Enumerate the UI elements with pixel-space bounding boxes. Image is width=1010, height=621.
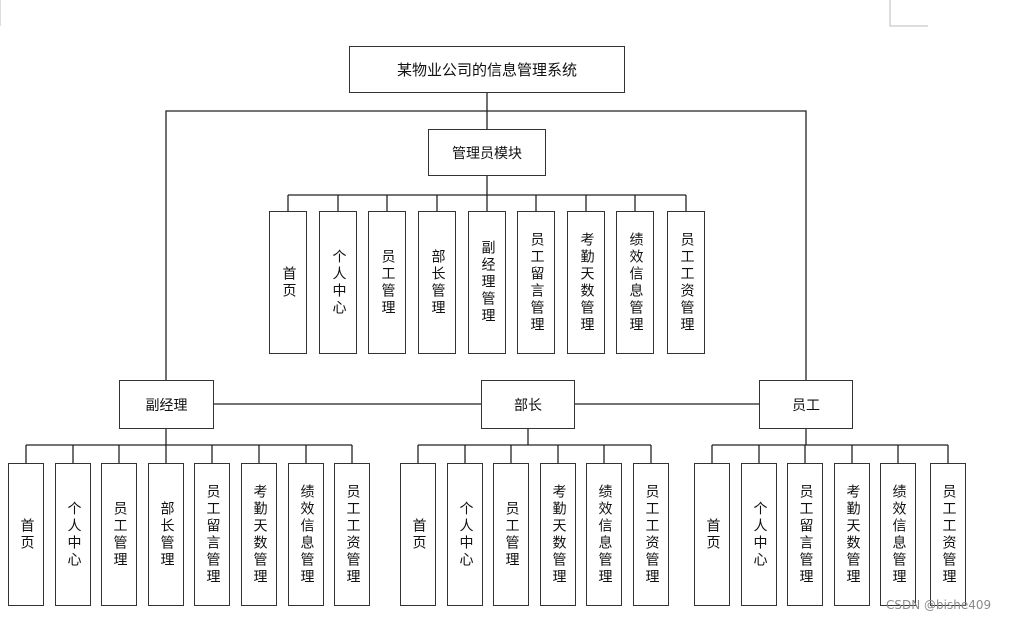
employee-label: 员工 xyxy=(792,397,820,414)
deputy-item-minister-mgmt: 部长管理 xyxy=(148,463,184,606)
minister-item-label: 首页 xyxy=(410,517,427,552)
deputy-manager-label: 副经理 xyxy=(145,397,188,414)
deputy-item-profile: 个人中心 xyxy=(55,463,91,606)
admin-item-label: 员工工资管理 xyxy=(678,231,695,334)
deputy-item-label: 员工管理 xyxy=(111,500,128,569)
admin-item-label: 绩效信息管理 xyxy=(627,231,644,334)
minister-item-employee-mgmt: 员工管理 xyxy=(493,463,529,606)
root-label: 某物业公司的信息管理系统 xyxy=(396,61,577,79)
minister-item-profile: 个人中心 xyxy=(447,463,483,606)
admin-item-label: 员工管理 xyxy=(379,248,396,317)
admin-item-profile: 个人中心 xyxy=(319,211,357,354)
employee-item-salary-mgmt: 员工工资管理 xyxy=(930,463,966,606)
minister-node: 部长 xyxy=(481,380,575,429)
admin-item-message-mgmt: 员工留言管理 xyxy=(517,211,555,354)
employee-item-performance-mgmt: 绩效信息管理 xyxy=(880,463,916,606)
minister-item-salary-mgmt: 员工工资管理 xyxy=(633,463,669,606)
deputy-item-label: 首页 xyxy=(18,517,35,552)
employee-node: 员工 xyxy=(759,380,853,429)
minister-item-label: 绩效信息管理 xyxy=(596,483,613,586)
admin-item-employee-mgmt: 员工管理 xyxy=(368,211,406,354)
deputy-item-label: 员工留言管理 xyxy=(204,483,221,586)
admin-item-home: 首页 xyxy=(269,211,307,354)
minister-item-label: 考勤天数管理 xyxy=(550,483,567,586)
admin-item-label: 部长管理 xyxy=(429,248,446,317)
employee-item-attendance-mgmt: 考勤天数管理 xyxy=(834,463,870,606)
deputy-item-message-mgmt: 员工留言管理 xyxy=(194,463,230,606)
employee-item-label: 绩效信息管理 xyxy=(890,483,907,586)
employee-item-label: 首页 xyxy=(704,517,721,552)
admin-item-salary-mgmt: 员工工资管理 xyxy=(667,211,705,354)
minister-label: 部长 xyxy=(514,397,542,414)
admin-item-minister-mgmt: 部长管理 xyxy=(418,211,456,354)
employee-item-home: 首页 xyxy=(694,463,730,606)
minister-item-performance-mgmt: 绩效信息管理 xyxy=(586,463,622,606)
minister-item-home: 首页 xyxy=(400,463,436,606)
minister-item-attendance-mgmt: 考勤天数管理 xyxy=(540,463,576,606)
deputy-item-home: 首页 xyxy=(8,463,44,606)
admin-item-label: 副经理管理 xyxy=(479,240,496,325)
admin-item-deputy-mgmt: 副经理管理 xyxy=(468,211,506,354)
admin-module-label: 管理员模块 xyxy=(452,145,522,162)
deputy-item-label: 个人中心 xyxy=(65,500,82,569)
admin-item-label: 员工留言管理 xyxy=(528,231,545,334)
employee-item-message-mgmt: 员工留言管理 xyxy=(787,463,823,606)
minister-item-label: 个人中心 xyxy=(457,500,474,569)
deputy-item-label: 部长管理 xyxy=(158,500,175,569)
employee-item-label: 员工留言管理 xyxy=(797,483,814,586)
deputy-item-salary-mgmt: 员工工资管理 xyxy=(334,463,370,606)
deputy-item-label: 绩效信息管理 xyxy=(298,483,315,586)
admin-item-attendance-mgmt: 考勤天数管理 xyxy=(567,211,605,354)
minister-item-label: 员工工资管理 xyxy=(643,483,660,586)
deputy-item-label: 员工工资管理 xyxy=(344,483,361,586)
admin-item-label: 个人中心 xyxy=(330,248,347,317)
minister-item-label: 员工管理 xyxy=(503,500,520,569)
admin-module-node: 管理员模块 xyxy=(428,129,546,176)
deputy-item-attendance-mgmt: 考勤天数管理 xyxy=(241,463,277,606)
employee-item-label: 考勤天数管理 xyxy=(844,483,861,586)
admin-item-label: 首页 xyxy=(280,265,297,300)
deputy-item-employee-mgmt: 员工管理 xyxy=(101,463,137,606)
admin-item-performance-mgmt: 绩效信息管理 xyxy=(616,211,654,354)
watermark-text: CSDN @bishe409 xyxy=(886,598,992,612)
deputy-item-performance-mgmt: 绩效信息管理 xyxy=(288,463,324,606)
deputy-manager-node: 副经理 xyxy=(119,380,214,429)
employee-item-label: 员工工资管理 xyxy=(940,483,957,586)
deputy-item-label: 考勤天数管理 xyxy=(251,483,268,586)
admin-item-label: 考勤天数管理 xyxy=(578,231,595,334)
root-node: 某物业公司的信息管理系统 xyxy=(349,46,625,93)
employee-item-label: 个人中心 xyxy=(751,500,768,569)
employee-item-profile: 个人中心 xyxy=(741,463,777,606)
